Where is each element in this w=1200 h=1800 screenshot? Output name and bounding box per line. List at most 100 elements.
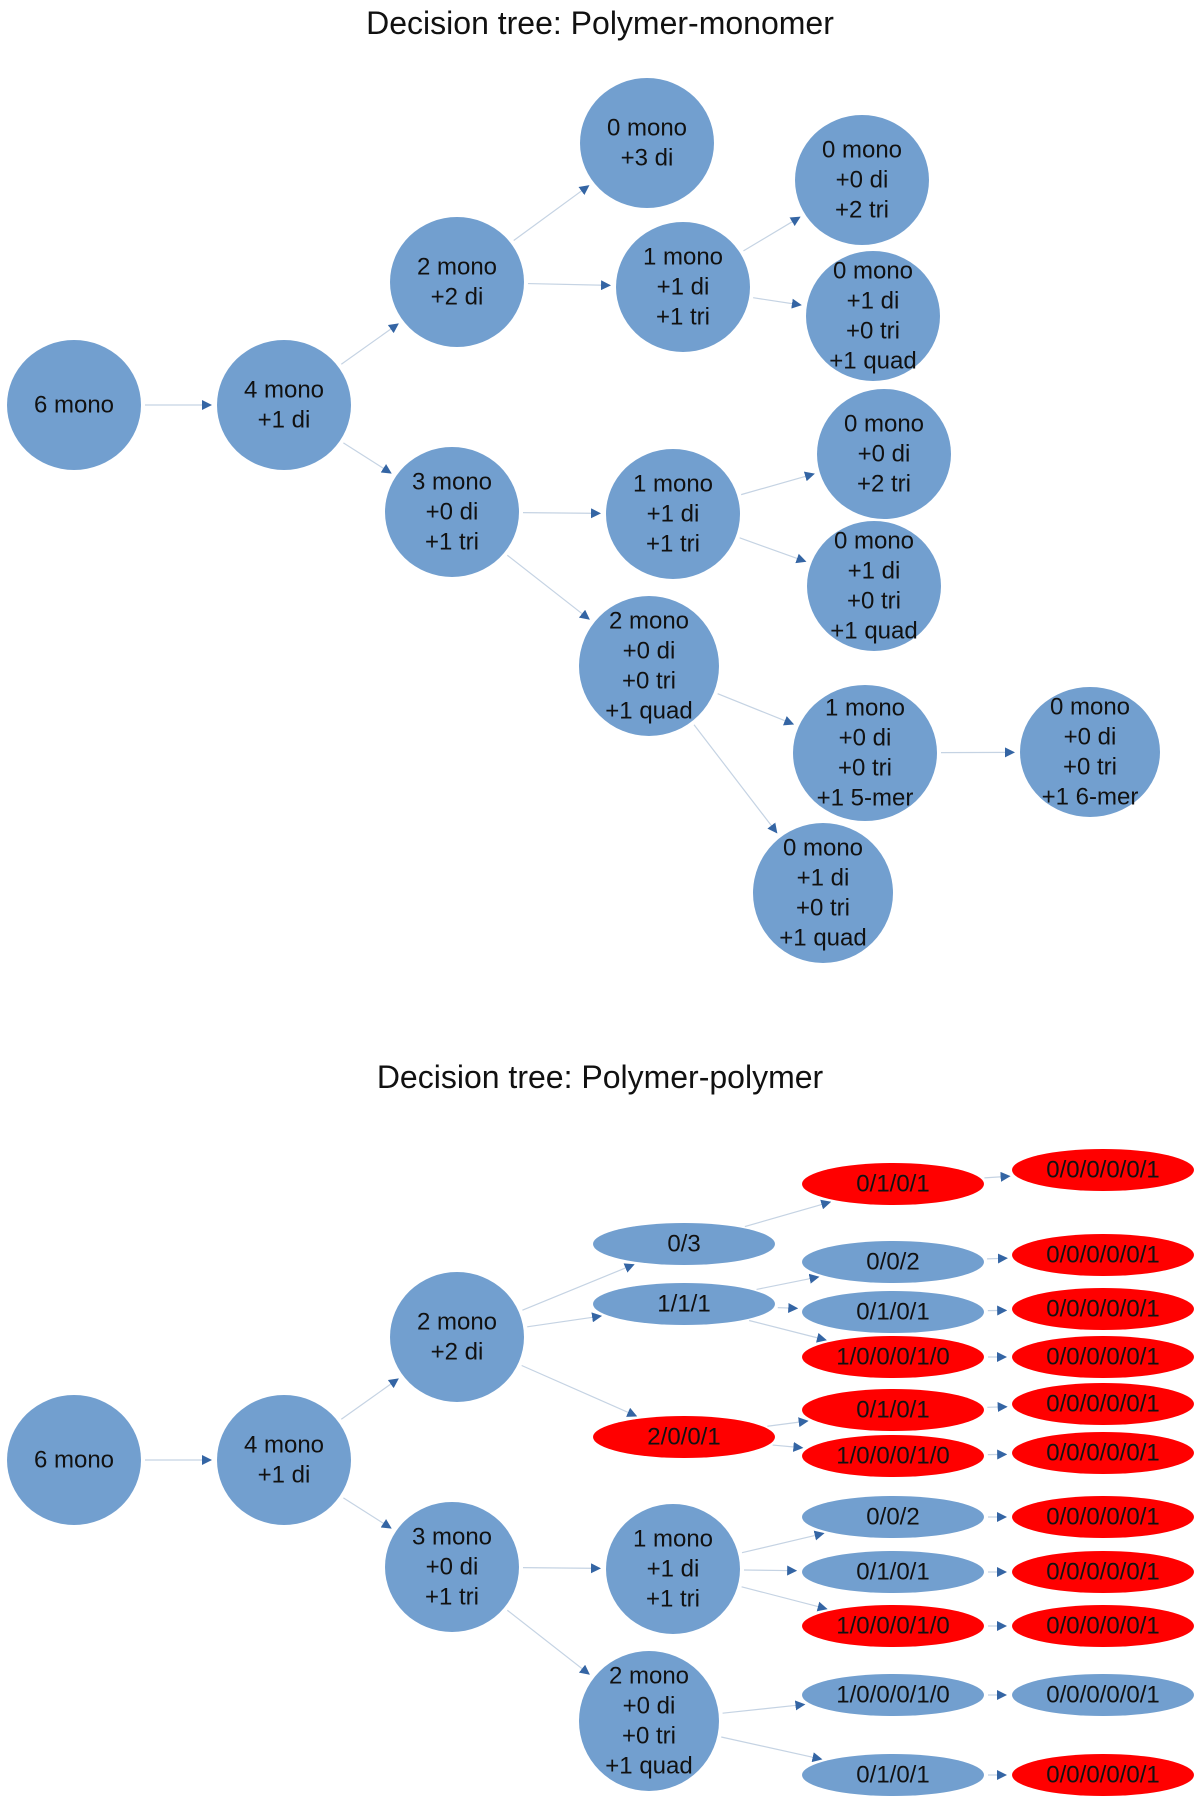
node-label: +0 di [858,441,911,468]
node-label: 0 mono [844,411,924,438]
node-label: 1 mono [643,244,723,271]
node-label: 0/0/0/0/0/1 [1046,1440,1159,1467]
edge-arrow [741,1530,825,1554]
tree-node: 1/0/0/0/1/0 [802,1674,984,1716]
node-label: 0/0/0/0/0/1 [1046,1242,1159,1269]
node-label: +1 quad [605,698,692,725]
node-label: +1 tri [425,529,479,556]
node-shape [1012,1234,1194,1276]
node-label: 0/1/0/1 [856,1559,929,1586]
node-shape [1012,1149,1194,1191]
tree-node: 0 mono+1 di+0 tri+1 quad [806,251,940,381]
node-label: 1/0/0/0/1/0 [836,1613,949,1640]
tree-node: 0/1/0/1 [802,1754,984,1796]
tree-node: 4 mono +1 di [217,1395,351,1525]
node-label: 0/1/0/1 [856,1171,929,1198]
node-shape [579,596,719,736]
edge-arrow [717,693,795,726]
edge-arrow [743,1565,798,1576]
node-label: 0 mono [607,115,687,142]
node-label: +1 di [258,407,311,434]
tree-node: 6 mono [7,340,141,470]
node-label: +1 quad [605,1753,692,1780]
node-shape [606,1504,740,1634]
node-shape [1012,1605,1194,1647]
tree-node: 1/1/1 [593,1283,775,1325]
node-label: 0/1/0/1 [856,1299,929,1326]
edge-arrow [777,1302,799,1313]
node-label: +2 di [431,1339,484,1366]
node-label: 6 mono [34,392,114,419]
node-label: +1 quad [779,925,866,952]
tree-node: 0/0/2 [802,1241,984,1283]
node-shape [616,222,750,352]
node-shape [390,1272,524,1402]
node-label: 0/0/0/0/0/1 [1046,1157,1159,1184]
node-shape [606,449,740,579]
tree-node: 2 mono+0 di+0 tri+1 quad [579,1651,719,1791]
edge-arrow [721,1736,823,1763]
node-label: 0 mono [833,258,913,285]
node-shape [807,521,941,651]
tree-node: 1 mono+1 di+1 tri [616,222,750,352]
edge-layer [145,185,1016,834]
node-label: +0 tri [622,1723,676,1750]
node-shape [806,251,940,381]
tree-node: 1/0/0/0/1/0 [802,1605,984,1647]
tree-node: 0 mono+3 di [580,78,714,208]
tree-node: 0 mono+1 di+0 tri+1 quad [753,823,893,963]
node-label: 0/0/0/0/0/1 [1046,1296,1159,1323]
node-shape [385,447,519,577]
node-shape [802,1241,984,1283]
node-label: +1 tri [425,1584,479,1611]
node-shape [1012,1432,1194,1474]
node-shape [802,1291,984,1333]
edge-arrow [506,554,590,620]
tree-node: 0/3 [593,1223,775,1265]
node-shape [802,1551,984,1593]
node-shape [802,1605,984,1647]
node-label: +1 di [797,865,850,892]
edge-arrow [343,442,392,474]
node-shape [817,389,951,519]
tree-node: 0/0/0/0/0/1 [1012,1605,1194,1647]
tree-node: 0/0/0/0/0/1 [1012,1674,1194,1716]
node-label: 0 mono [1050,694,1130,721]
node-label: +0 tri [622,668,676,695]
node-shape [795,115,929,245]
node-shape [802,1435,984,1477]
node-label: +1 di [847,288,900,315]
edge-arrow [522,1263,635,1311]
node-label: +0 di [623,638,676,665]
tree-node: 0/0/0/0/0/1 [1012,1383,1194,1425]
edge-arrow [340,1378,399,1420]
edge-arrow [987,1402,1008,1413]
node-label: 0/0/0/0/0/1 [1046,1391,1159,1418]
node-shape [1012,1288,1194,1330]
tree-title-polymer-polymer: Decision tree: Polymer-polymer [377,1059,824,1095]
edge-arrow [743,216,801,252]
edge-arrow [340,323,399,365]
edge-arrow [744,1199,832,1228]
tree-node: 0 mono+0 di+2 tri [795,115,929,245]
node-label: +1 6-mer [1042,784,1139,811]
node-label: 1/0/0/0/1/0 [836,1443,949,1470]
node-label: +0 di [836,167,889,194]
node-label: +1 di [647,501,700,528]
node-label: 0/0/0/0/0/1 [1046,1559,1159,1586]
tree-node: 0/1/0/1 [802,1291,984,1333]
node-shape [1012,1496,1194,1538]
node-label: +1 5-mer [817,785,914,812]
node-label: +1 di [258,1462,311,1489]
node-label: 0/0/0/0/0/1 [1046,1613,1159,1640]
node-shape [802,1389,984,1431]
tree-node: 3 mono+0 di+1 tri [385,447,519,577]
node-label: 0/0/0/0/0/1 [1046,1682,1159,1709]
node-label: +0 di [623,1693,676,1720]
tree-node: 0/0/0/0/0/1 [1012,1754,1194,1796]
edge-arrow [693,724,778,834]
node-label: 0/3 [667,1231,700,1258]
node-label: 4 mono [244,1432,324,1459]
node-label: 3 mono [412,469,492,496]
